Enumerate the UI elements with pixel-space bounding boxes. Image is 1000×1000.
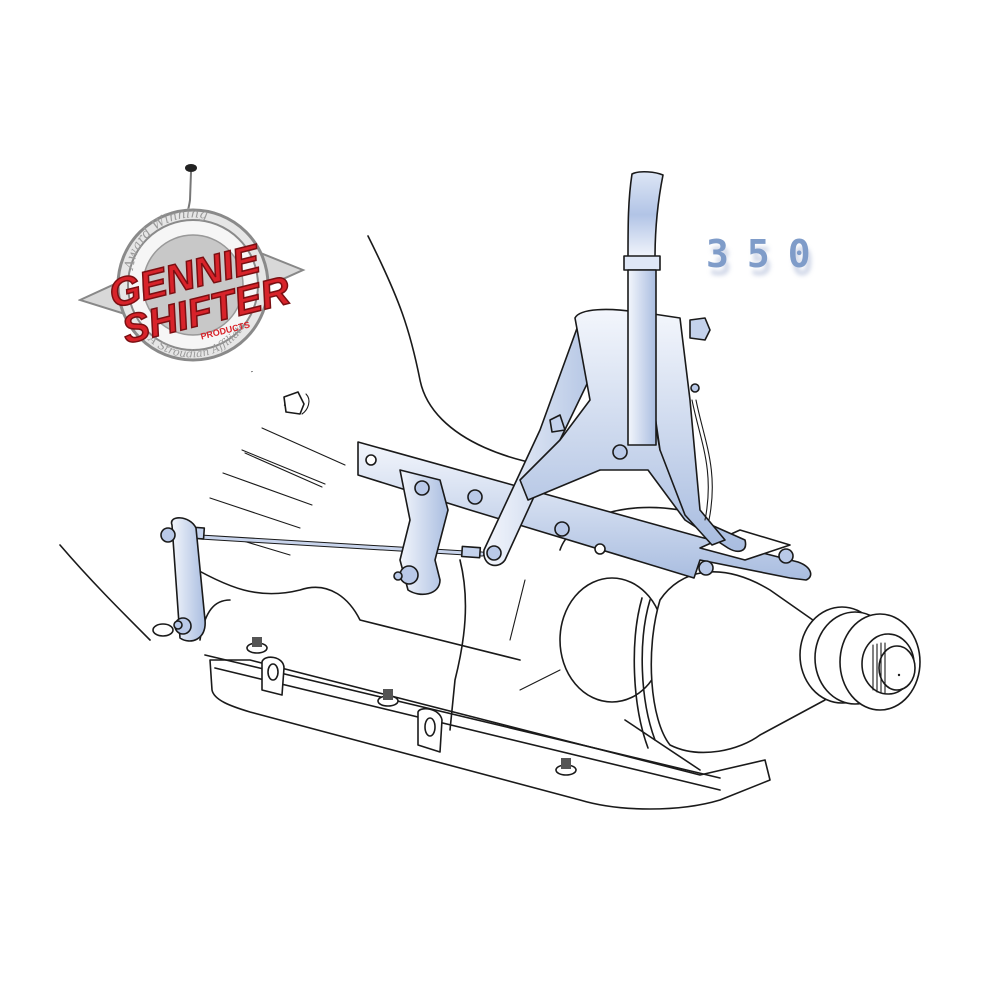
bolt-head bbox=[467, 489, 794, 576]
pan-bolt bbox=[555, 758, 577, 776]
logo-emblem: Award Winning A Stroudian Affiliate GENN… bbox=[78, 164, 306, 362]
shifter-stick bbox=[623, 170, 664, 446]
pan-bolt bbox=[246, 637, 268, 654]
hose-fitting bbox=[249, 371, 310, 415]
output-splines bbox=[872, 642, 886, 694]
transmission-case bbox=[179, 506, 921, 771]
transmission-shift-lever bbox=[152, 517, 206, 642]
model-number-label: 350 bbox=[706, 232, 829, 276]
gennie-shifter-logo: Award Winning A Stroudian Affiliate GENN… bbox=[78, 160, 308, 380]
left-mount-bracket bbox=[393, 469, 449, 596]
pan-bolt bbox=[377, 689, 399, 707]
transmission-pan bbox=[204, 637, 771, 810]
neutral-safety-wiring bbox=[690, 383, 713, 521]
